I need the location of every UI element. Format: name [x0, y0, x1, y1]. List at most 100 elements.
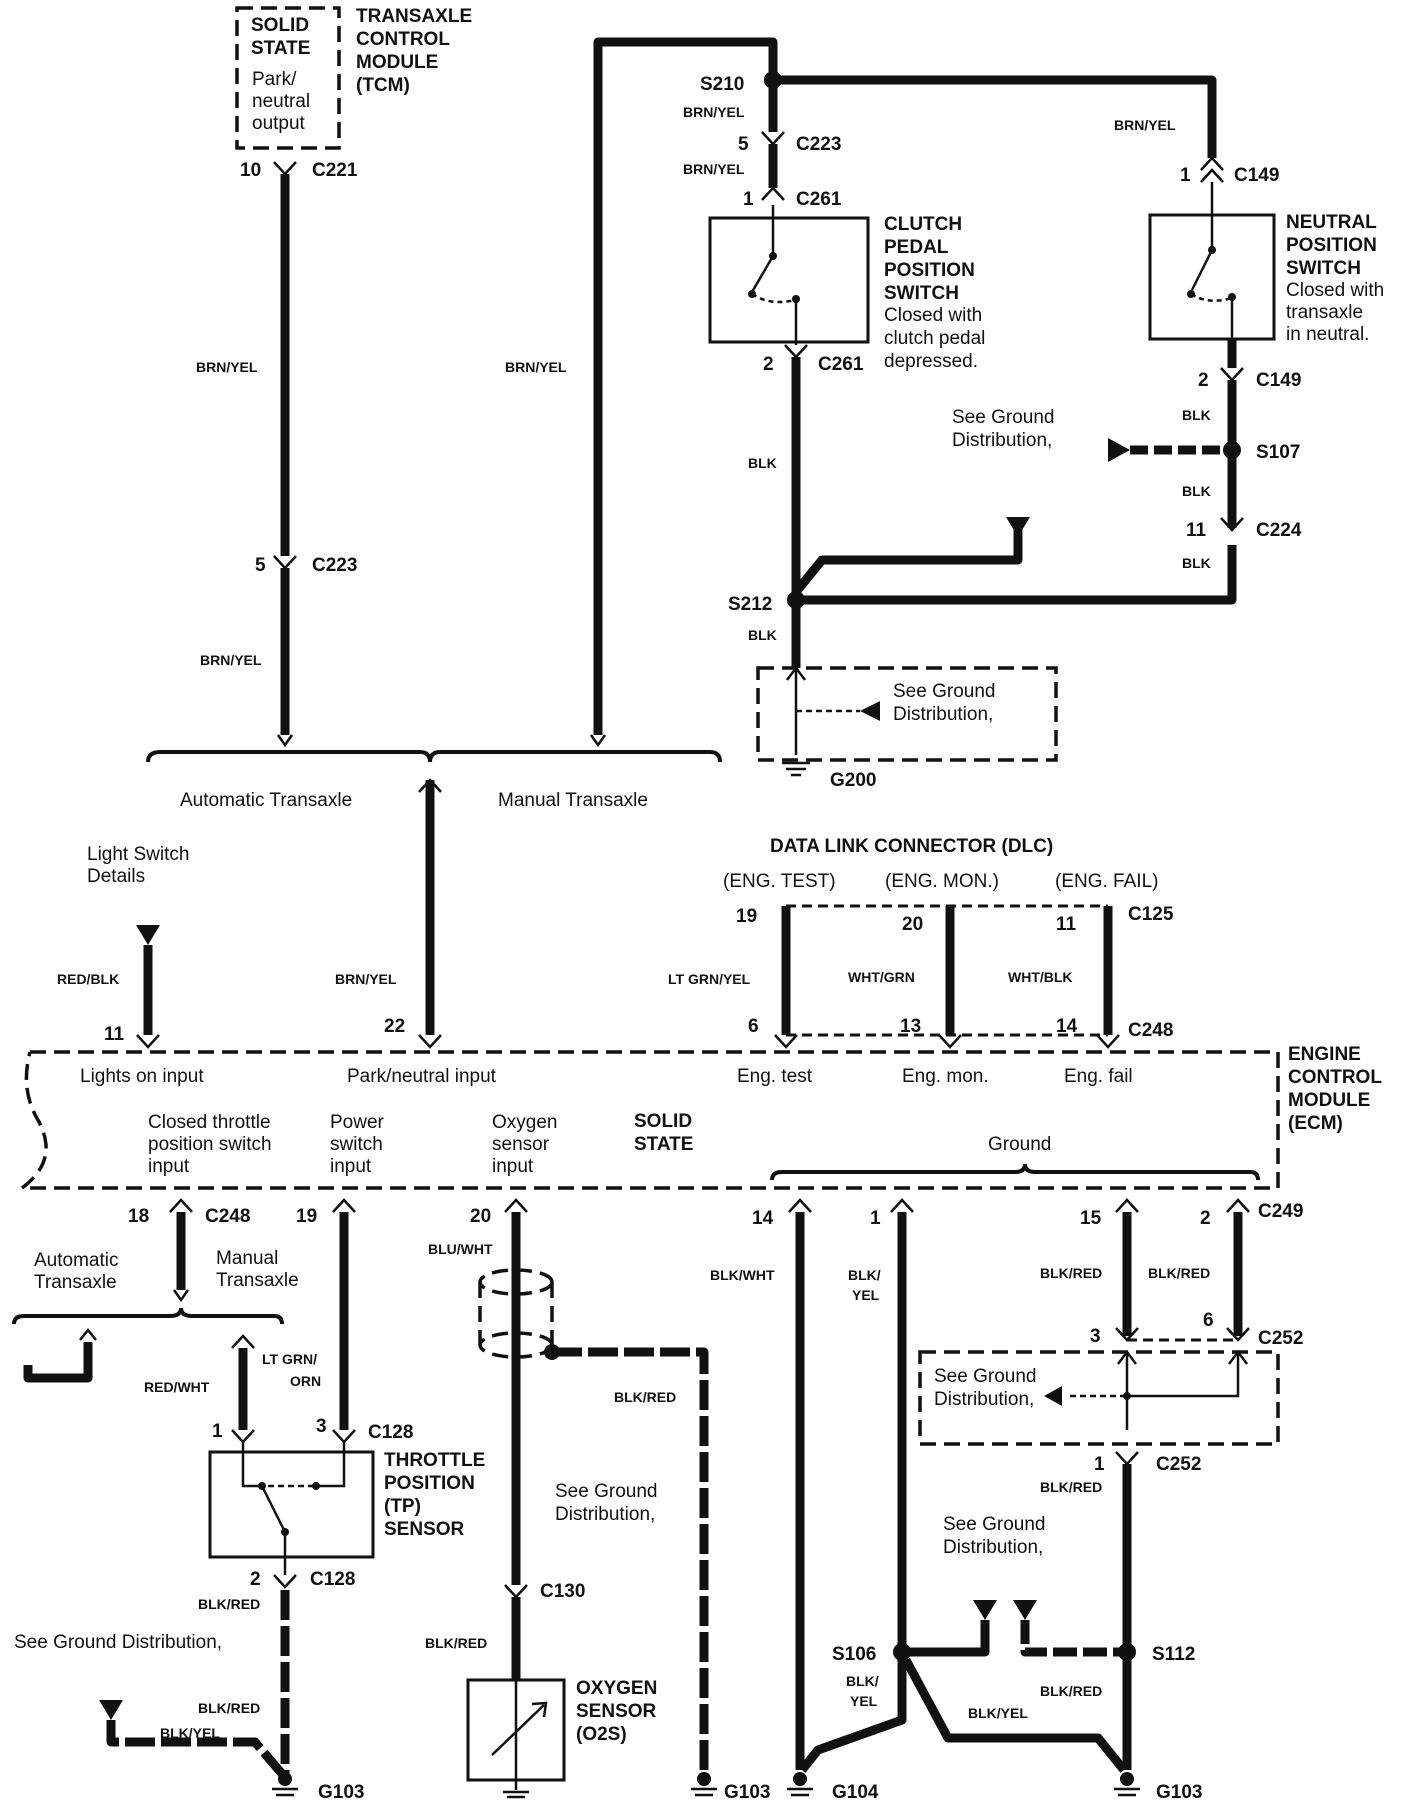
wire-label-blu-wht: BLU/WHT — [428, 1241, 493, 1257]
light-switch-2: Details — [87, 866, 145, 887]
tp-title-2: POSITION — [384, 1473, 475, 1494]
pin-2: 2 — [763, 354, 774, 375]
ecm-ground: Ground — [988, 1134, 1051, 1155]
wire-label-brn-yel: BRN/YEL — [335, 971, 397, 987]
tp-title-1: THROTTLE — [384, 1450, 485, 1471]
ecm-title-4: (ECM) — [1288, 1113, 1343, 1134]
wire-label-lt-grn-orn-1: LT GRN/ — [262, 1351, 317, 1367]
pin-2: 2 — [1198, 370, 1209, 391]
ecm-upper-pin-arrows — [136, 1034, 1120, 1049]
tcm-output-3: output — [252, 113, 306, 134]
ecm-power-switch-3: input — [330, 1156, 372, 1177]
wire-label-blk: BLK — [748, 627, 777, 643]
o2s-title-3: (O2S) — [576, 1724, 627, 1745]
connector-c223: C223 — [796, 134, 841, 155]
pin-5: 5 — [738, 134, 749, 155]
wire-label-brn-yel: BRN/YEL — [200, 652, 262, 668]
pin-6: 6 — [1203, 1310, 1214, 1331]
splice-s112: S112 — [1152, 1644, 1195, 1665]
light-switch-1: Light Switch — [87, 844, 189, 865]
ecm-closed-throttle-2: position switch — [148, 1134, 272, 1155]
dlc-eng-fail: (ENG. FAIL) — [1055, 871, 1158, 892]
pin-11: 11 — [1056, 914, 1077, 935]
wire-label-blk-red: BLK/RED — [198, 1700, 260, 1716]
connector-c221: C221 — [312, 160, 358, 181]
wire-label-blk-yel-1: BLK/ — [846, 1673, 879, 1689]
see-ground-1: See Ground — [555, 1481, 657, 1502]
pin-11: 11 — [1186, 520, 1207, 541]
wire-label-blk-red: BLK/RED — [1148, 1265, 1210, 1281]
connector-c223: C223 — [312, 555, 357, 576]
ecm-ground-pin-1: 1 BLK/ YEL S106 BLK/ YEL BLK/YEL — [798, 1198, 1128, 1773]
connector-c252: C252 — [1156, 1454, 1201, 1475]
connector-c125: C125 — [1128, 904, 1174, 925]
wire-label-blk: BLK — [1182, 407, 1211, 423]
see-ground-2: Distribution, — [934, 1389, 1034, 1410]
wire-label-blk-yel: BLK/YEL — [160, 1725, 220, 1741]
neutral-ground-wire: 2 C149 BLK See Ground Distribution, S107… — [952, 339, 1302, 571]
neutral-title-1: NEUTRAL — [1286, 212, 1377, 233]
wire-label-red-wht: RED/WHT — [144, 1379, 210, 1395]
splice-s107: S107 — [1256, 442, 1300, 463]
ecm-closed-throttle-1: Closed throttle — [148, 1112, 271, 1133]
ground-g104: G104 — [832, 1782, 879, 1802]
connector-c252: C252 — [1258, 1328, 1303, 1349]
wire-label-brn-yel: BRN/YEL — [196, 359, 258, 375]
see-ground-2: Distribution, — [952, 430, 1052, 451]
pin-1: 1 — [743, 189, 754, 210]
wire-label-brn-yel: BRN/YEL — [683, 104, 745, 120]
wire-label-brn-yel: BRN/YEL — [505, 359, 567, 375]
pin-14: 14 — [752, 1208, 774, 1229]
neutral-desc-2: transaxle — [1286, 302, 1363, 323]
ground-g103: G103 — [724, 1782, 770, 1802]
pin-3: 3 — [1090, 1326, 1101, 1347]
wire-label-blk-red: BLK/RED — [614, 1389, 676, 1405]
ecm-eng-test: Eng. test — [737, 1066, 813, 1087]
manual-line-2: Transaxle — [216, 1270, 299, 1291]
clutch-title-3: POSITION — [884, 260, 975, 281]
wire-label-blk-red: BLK/RED — [425, 1635, 487, 1651]
ecm-lights-on: Lights on input — [80, 1066, 204, 1087]
g200-ground: See Ground Distribution, G200 — [756, 665, 1058, 791]
clutch-title-4: SWITCH — [884, 283, 959, 304]
manual-line-1: Manual — [216, 1248, 278, 1269]
clutch-pedal-position-switch: CLUTCH PEDAL POSITION SWITCH Closed with… — [708, 205, 985, 372]
pin-3: 3 — [316, 1416, 327, 1437]
manual-transaxle-wire: BRN/YEL — [505, 37, 778, 748]
pin-2: 2 — [250, 1569, 261, 1590]
pin-20: 20 — [470, 1206, 491, 1227]
pin-1: 1 — [1180, 165, 1191, 186]
pin-11: 11 — [104, 1024, 125, 1045]
throttle-position-sensor: 1 3 C128 THROTTLE POSITION (TP) SENSOR — [208, 1416, 485, 1575]
connector-c224: C224 — [1256, 520, 1302, 541]
pin-19: 19 — [296, 1206, 317, 1227]
clutch-desc-3: depressed. — [884, 351, 978, 372]
wire-label-lt-grn-orn-2: ORN — [290, 1373, 321, 1389]
wire-label-wht-blk: WHT/BLK — [1008, 969, 1073, 985]
pin-14: 14 — [1056, 1016, 1078, 1037]
wire-label-blk: BLK — [748, 455, 777, 471]
connector-c261: C261 — [818, 354, 864, 375]
ecm-closed-throttle-3: input — [148, 1156, 190, 1177]
ecm-oxygen-2: sensor — [492, 1134, 550, 1155]
automatic-line-1: Automatic — [34, 1250, 118, 1271]
tcm-output-wire: 10 C221 BRN/YEL 5 C223 BRN/YEL — [196, 160, 358, 748]
wire-label-blk-red: BLK/RED — [1040, 1265, 1102, 1281]
closed-throttle-wire: 18 C248 Automatic Transaxle Manual Trans… — [12, 1198, 299, 1430]
wire-label-blk-yel: BLK/YEL — [968, 1705, 1028, 1721]
ecm-title-2: CONTROL — [1288, 1067, 1382, 1088]
engine-control-module: ENGINE CONTROL MODULE (ECM) Lights on in… — [16, 1044, 1382, 1190]
ecm-power-switch-2: switch — [330, 1134, 383, 1155]
wire-label-blk-wht: BLK/WHT — [710, 1267, 775, 1283]
wire-label-blk-yel-1: BLK/ — [848, 1267, 881, 1283]
ecm-title-1: ENGINE — [1288, 1044, 1361, 1065]
clutch-title-1: CLUTCH — [884, 214, 962, 235]
pin-1: 1 — [870, 1208, 881, 1229]
power-switch-wire: 19 LT GRN/ ORN — [262, 1198, 356, 1430]
see-ground-2: Distribution, — [555, 1504, 655, 1525]
dlc-eng-mon: (ENG. MON.) — [885, 871, 999, 892]
wire-label-blk-yel-2: YEL — [850, 1693, 878, 1709]
see-ground-single: See Ground Distribution, — [14, 1632, 222, 1653]
neutral-desc-1: Closed with — [1286, 280, 1384, 301]
